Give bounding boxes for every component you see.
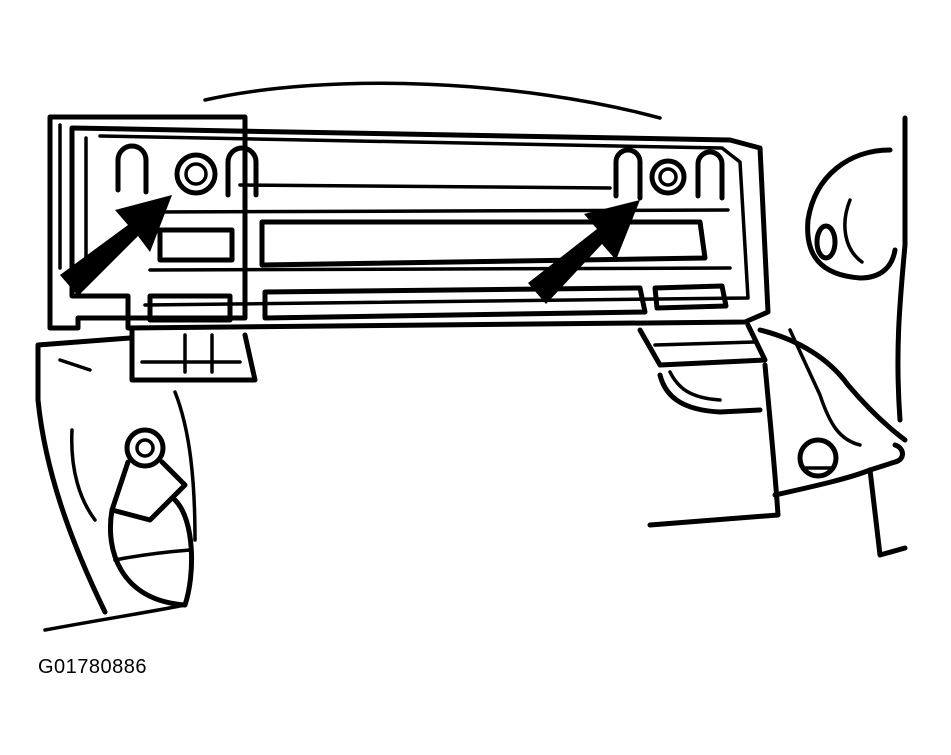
figure-id-label: G01780886: [38, 656, 148, 678]
right-lower-mount-inner: [668, 370, 722, 402]
left-lower-tab-detail: [140, 333, 242, 374]
left-panel-inner: [58, 358, 97, 522]
mounting-bracket: [69, 125, 771, 331]
right-lower-knob: [797, 437, 839, 479]
slot-lower-long: [262, 285, 648, 321]
slot-lower-right: [652, 283, 729, 311]
left-lower-tab: [129, 327, 258, 383]
left-lower-bolt: [107, 390, 197, 608]
slot-upper-long: [259, 219, 708, 268]
right-lower-frame: [772, 442, 905, 498]
right-frame-drop: [867, 467, 908, 558]
right-bracket-nut: [613, 147, 725, 201]
right-upper-hole: [814, 223, 838, 261]
right-side-brace: [757, 327, 908, 443]
right-lower-tab-detail: [653, 340, 757, 347]
floor-line-left: [43, 603, 187, 632]
back-plate: [47, 114, 248, 331]
right-side-column: [647, 362, 781, 528]
slot-lower-left: [147, 293, 233, 323]
right-upper-housing-inner: [843, 198, 864, 264]
dash-panel-top-curve: [203, 81, 662, 120]
right-frame-detail: [788, 328, 862, 447]
right-outer-edge: [895, 115, 908, 423]
left-bracket-nut: [115, 143, 259, 198]
callout-arrow-right: [528, 200, 640, 304]
slot-upper-left: [157, 227, 235, 263]
bracket-slots: [147, 219, 729, 323]
right-lower-mount: [657, 372, 763, 415]
callout-arrow-left: [60, 195, 172, 296]
right-upper-housing: [805, 147, 898, 281]
left-side-panel: [35, 335, 133, 615]
